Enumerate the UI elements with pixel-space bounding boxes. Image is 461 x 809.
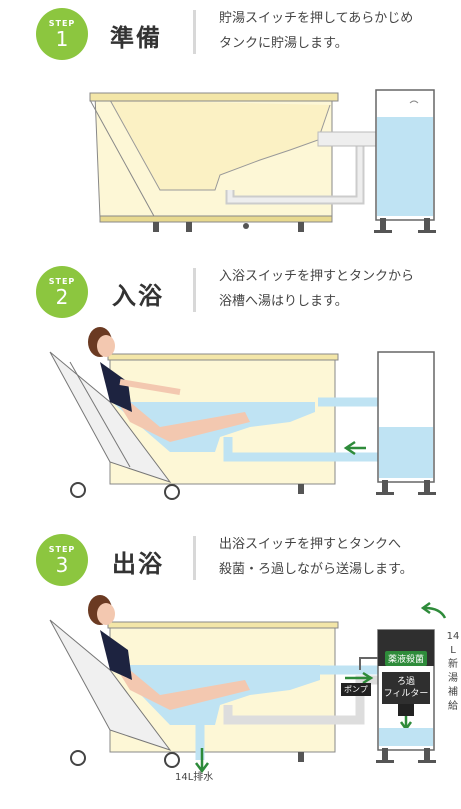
- drain-arrow: [195, 748, 209, 774]
- step-3-illustration: [49, 595, 447, 774]
- sterilizer-label: 薬液殺菌: [385, 651, 428, 666]
- step-2-badge: STEP 2: [36, 266, 88, 318]
- tank-water: [379, 427, 433, 478]
- person-body: [100, 630, 250, 710]
- step-1-illustration: [89, 89, 436, 233]
- step-2: STEP 2 入浴 入浴スイッチを押すとタンクから 浴槽へ湯はりします。: [0, 262, 461, 512]
- wheel: [70, 482, 86, 498]
- step-1-description: 貯湯スイッチを押してあらかじめ タンクに貯湯します。: [219, 6, 413, 56]
- person-body: [100, 362, 250, 442]
- sterilizer-arrow: [359, 657, 382, 670]
- tank-water: [379, 728, 433, 746]
- tub-inner: [109, 99, 331, 191]
- step-2-desc-line-2: 浴槽へ湯はりします。: [219, 294, 348, 309]
- refill-char-4: 湯: [448, 673, 458, 684]
- step-1: STEP 1 準備 貯湯スイッチを押してあらかじめ タンクに貯湯します。: [0, 0, 461, 250]
- refill-char-3: 新: [448, 659, 458, 670]
- flow-arrow: [343, 440, 366, 456]
- step-1-divider: [193, 10, 196, 54]
- step-2-description: 入浴スイッチを押すとタンクから 浴槽へ湯はりします。: [219, 264, 414, 314]
- wheel: [70, 750, 86, 766]
- tub-rim: [107, 353, 339, 361]
- step-1-title: 準備: [110, 24, 162, 52]
- refill-label: 14 L 新 湯 補 給: [446, 630, 460, 714]
- filter-label-line-1: ろ過: [396, 677, 415, 687]
- step-3-badge: STEP 3: [36, 534, 88, 586]
- filter-box: [382, 672, 430, 704]
- refill-arrow: [424, 606, 447, 619]
- step-1-badge: STEP 1: [36, 8, 88, 60]
- pipe: [223, 437, 380, 462]
- step-1-desc-line-2: タンクに貯湯します。: [219, 36, 348, 51]
- filter-label-line-2: フィルター: [383, 689, 429, 699]
- pump-arrow: [345, 671, 374, 685]
- step-3-desc-line-2: 殺菌・ろ過しながら送湯します。: [219, 562, 413, 577]
- step-2-number: 2: [55, 285, 69, 309]
- refill-char-2: L: [450, 645, 456, 656]
- step-1-desc-line-1: 貯湯スイッチを押してあらかじめ: [219, 11, 414, 26]
- refill-char-1: 14: [446, 631, 460, 642]
- step-1-badge-label: STEP: [48, 19, 76, 28]
- step-3-number: 3: [55, 553, 69, 577]
- step-3-description: 出浴スイッチを押すとタンクへ 殺菌・ろ過しながら送湯します。: [219, 532, 413, 582]
- step-3-title: 出浴: [112, 550, 164, 578]
- chair: [49, 351, 172, 483]
- step-2-divider: [193, 268, 196, 312]
- refill-char-5: 補: [448, 687, 458, 698]
- tub-rim: [107, 621, 339, 629]
- step-2-illustration: [49, 327, 436, 500]
- step-2-desc-line-1: 入浴スイッチを押すとタンクから: [219, 269, 415, 284]
- tank-water: [377, 117, 433, 216]
- step-1-number: 1: [55, 27, 69, 51]
- chair: [49, 619, 172, 751]
- step-2-badge-label: STEP: [48, 277, 76, 286]
- drain-label: 14L排水: [175, 772, 214, 783]
- filter-label: ろ過 フィルター: [382, 676, 430, 700]
- refill-char-6: 給: [448, 701, 458, 712]
- step-3-desc-line-1: 出浴スイッチを押すとタンクへ: [219, 537, 402, 552]
- step-2-title: 入浴: [112, 282, 164, 310]
- tub-rim: [89, 92, 339, 102]
- tub-base: [99, 215, 333, 223]
- step-3: STEP 3 出浴 出浴スイッチを押すとタンクへ 殺菌・ろ過しながら送湯します。: [0, 530, 461, 809]
- step-3-divider: [193, 536, 196, 580]
- step-3-badge-label: STEP: [48, 545, 76, 554]
- pump-label: ポンプ: [341, 683, 371, 696]
